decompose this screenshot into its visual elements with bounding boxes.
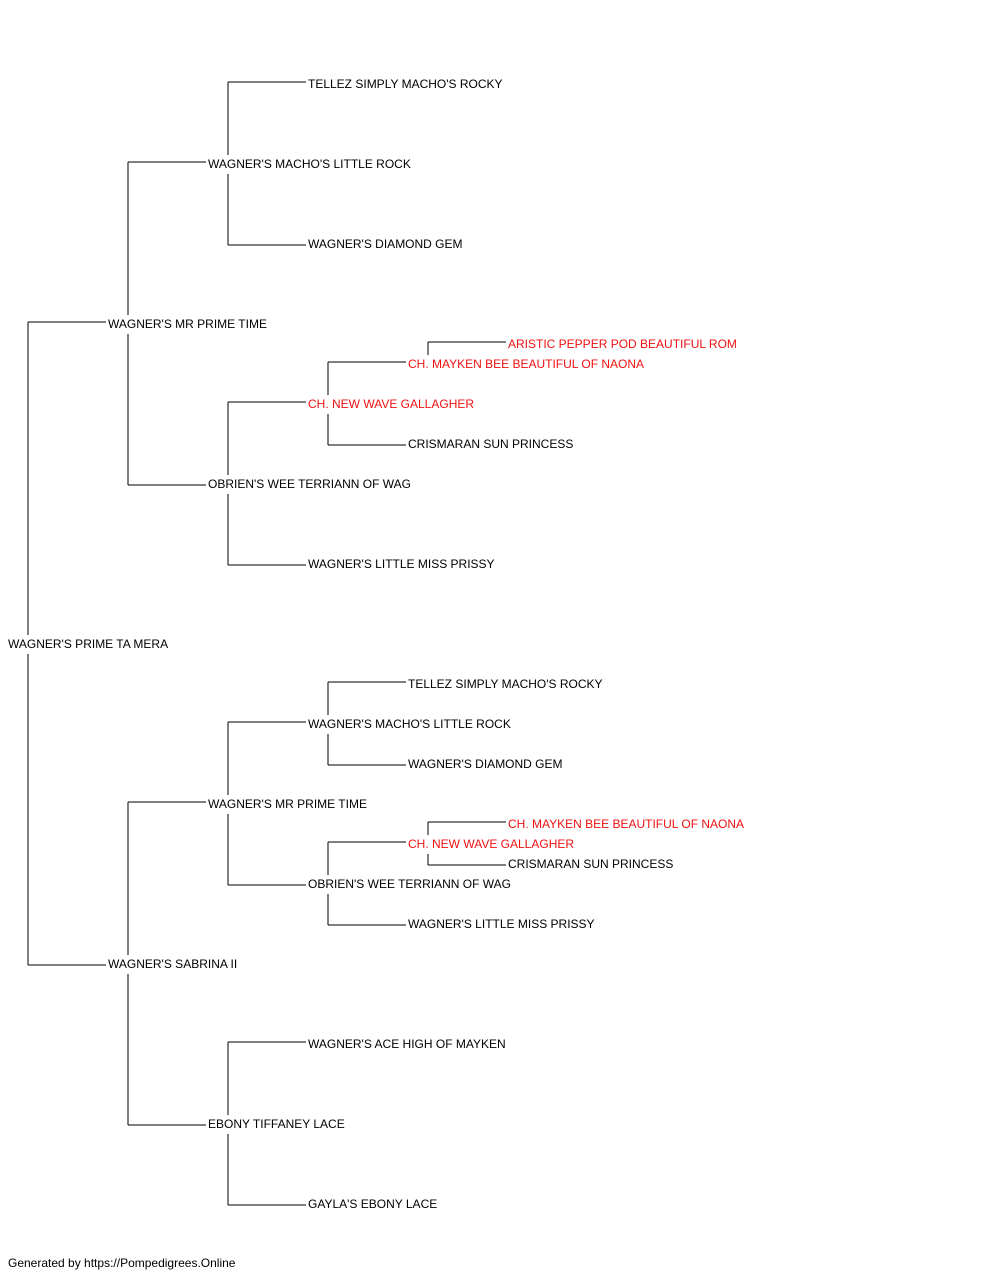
pedigree-name-sdsss: ARISTIC PEPPER POD BEAUTIFUL ROM [508,337,737,351]
pedigree-name-d: WAGNER'S SABRINA II [108,957,237,971]
pedigree-name-dsdd: WAGNER'S LITTLE MISS PRISSY [408,917,595,931]
pedigree-name-ds: WAGNER'S MR PRIME TIME [208,797,367,811]
pedigree-name-ss: WAGNER'S MACHO'S LITTLE ROCK [208,157,411,171]
pedigree-name-dss: WAGNER'S MACHO'S LITTLE ROCK [308,717,511,731]
footer-credit: Generated by https://Pompedigrees.Online [8,1256,236,1270]
pedigree-name-subject: WAGNER'S PRIME TA MERA [8,637,168,651]
pedigree-name-sdss: CH. MAYKEN BEE BEAUTIFUL OF NAONA [408,357,644,371]
pedigree-name-dsss: TELLEZ SIMPLY MACHO'S ROCKY [408,677,603,691]
pedigree-name-sd: OBRIEN'S WEE TERRIANN OF WAG [208,477,411,491]
pedigree-name-dd: EBONY TIFFANEY LACE [208,1117,345,1131]
pedigree-name-s: WAGNER'S MR PRIME TIME [108,317,267,331]
pedigree-name-sds: CH. NEW WAVE GALLAGHER [308,397,474,411]
pedigree-name-dds: WAGNER'S ACE HIGH OF MAYKEN [308,1037,506,1051]
pedigree-name-dsds: CH. NEW WAVE GALLAGHER [408,837,574,851]
pedigree-name-ddd: GAYLA'S EBONY LACE [308,1197,437,1211]
pedigree-name-dssd: WAGNER'S DIAMOND GEM [408,757,563,771]
pedigree-name-dsdsd: CRISMARAN SUN PRINCESS [508,857,673,871]
pedigree-name-sdd: WAGNER'S LITTLE MISS PRISSY [308,557,495,571]
pedigree-name-sdsd: CRISMARAN SUN PRINCESS [408,437,573,451]
pedigree-name-dsd: OBRIEN'S WEE TERRIANN OF WAG [308,877,511,891]
pedigree-name-ssd: WAGNER'S DIAMOND GEM [308,237,463,251]
pedigree-name-sss: TELLEZ SIMPLY MACHO'S ROCKY [308,77,503,91]
pedigree-name-dsdss: CH. MAYKEN BEE BEAUTIFUL OF NAONA [508,817,744,831]
